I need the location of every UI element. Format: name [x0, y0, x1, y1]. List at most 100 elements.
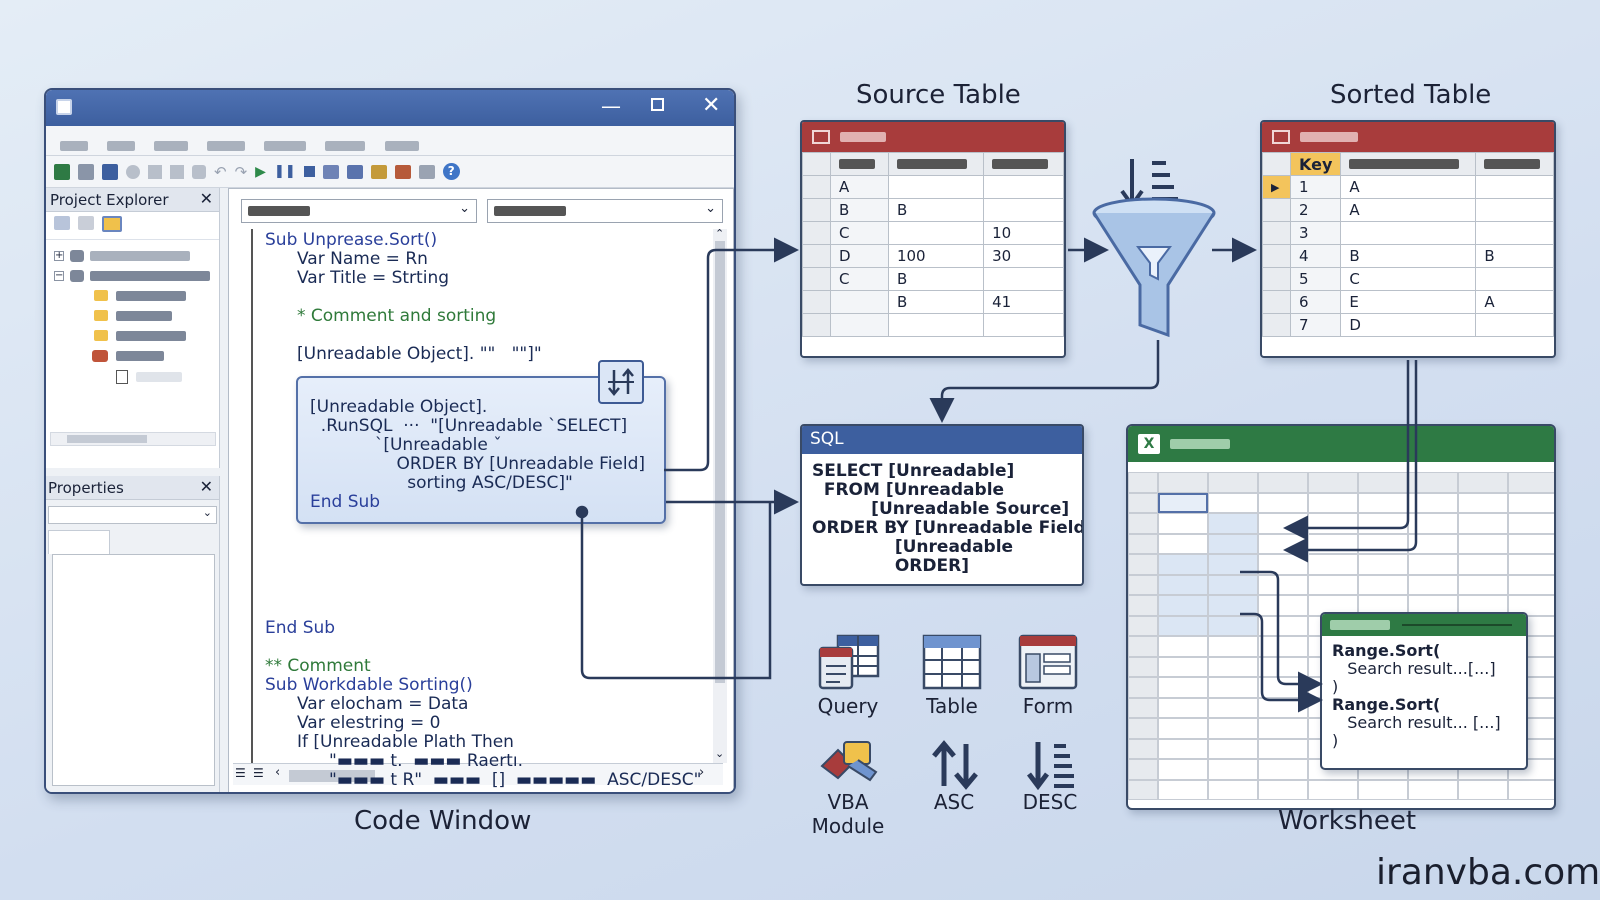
worksheet-cell[interactable]: [1258, 533, 1308, 554]
worksheet-cell[interactable]: [1128, 595, 1158, 616]
find-icon[interactable]: [192, 164, 206, 179]
menu-item[interactable]: [264, 141, 307, 151]
module-view-icon[interactable]: ☰: [253, 766, 264, 780]
worksheet-cell[interactable]: [1358, 533, 1408, 554]
worksheet-cell[interactable]: [1128, 472, 1158, 493]
code-vscroll[interactable]: ⌃⌄: [713, 227, 727, 763]
worksheet-cell[interactable]: [1158, 472, 1208, 493]
worksheet-cell[interactable]: [1508, 513, 1554, 534]
worksheet-cell[interactable]: [1458, 554, 1508, 575]
worksheet-cell[interactable]: [1408, 779, 1458, 800]
worksheet-cell[interactable]: [1158, 533, 1208, 554]
worksheet-cell[interactable]: [1258, 718, 1308, 739]
worksheet-cell[interactable]: [1308, 574, 1358, 595]
menu-item[interactable]: [325, 141, 366, 151]
tree-node-project[interactable]: −: [54, 270, 210, 282]
worksheet-cell[interactable]: [1258, 656, 1308, 677]
worksheet-cell[interactable]: [1308, 513, 1358, 534]
worksheet-cell[interactable]: [1208, 472, 1258, 493]
tree-node-folder[interactable]: [94, 290, 186, 301]
worksheet-cell[interactable]: [1158, 718, 1208, 739]
maximize-button[interactable]: [651, 98, 664, 111]
worksheet-cell[interactable]: [1128, 615, 1158, 636]
worksheet-cell[interactable]: [1358, 472, 1408, 493]
worksheet-cell[interactable]: [1208, 533, 1258, 554]
worksheet-cell[interactable]: [1358, 513, 1408, 534]
properties-icon[interactable]: [370, 164, 387, 179]
tree-node-folder[interactable]: [94, 310, 172, 321]
worksheet-cell[interactable]: [1158, 513, 1208, 534]
worksheet-cell[interactable]: [1128, 697, 1158, 718]
worksheet-cell[interactable]: [1208, 718, 1258, 739]
worksheet-cell[interactable]: [1128, 513, 1158, 534]
tree-node-selected[interactable]: [116, 370, 182, 384]
menu-item[interactable]: [60, 141, 88, 151]
worksheet-cell[interactable]: [1208, 656, 1258, 677]
help-icon[interactable]: ?: [442, 163, 460, 180]
worksheet-cell[interactable]: [1208, 636, 1258, 657]
worksheet-cell[interactable]: [1408, 492, 1458, 513]
worksheet-cell[interactable]: [1158, 636, 1208, 657]
worksheet-cell[interactable]: [1308, 472, 1358, 493]
worksheet-cell[interactable]: [1258, 779, 1308, 800]
worksheet-cell[interactable]: [1258, 738, 1308, 759]
worksheet-cell[interactable]: [1308, 554, 1358, 575]
menu-item[interactable]: [154, 141, 189, 151]
worksheet-cell[interactable]: [1508, 779, 1554, 800]
worksheet-cell[interactable]: [1128, 554, 1158, 575]
worksheet-cell[interactable]: [1408, 574, 1458, 595]
worksheet-cell[interactable]: [1128, 759, 1158, 780]
worksheet-cell[interactable]: [1458, 492, 1508, 513]
worksheet-cell[interactable]: [1208, 492, 1258, 513]
close-icon[interactable]: ✕: [199, 189, 213, 208]
copy-icon[interactable]: [148, 164, 162, 179]
worksheet-cell[interactable]: [1128, 656, 1158, 677]
project-explorer-icon[interactable]: [346, 164, 363, 179]
worksheet-cell[interactable]: [1258, 677, 1308, 698]
close-button[interactable]: ✕: [702, 93, 721, 118]
redo-icon[interactable]: ↷: [234, 162, 248, 181]
worksheet-cell[interactable]: [1508, 533, 1554, 554]
worksheet-cell[interactable]: [1158, 492, 1208, 513]
worksheet-cell[interactable]: [1358, 779, 1408, 800]
worksheet-cell[interactable]: [1208, 615, 1258, 636]
worksheet-cell[interactable]: [1258, 574, 1308, 595]
pause-icon[interactable]: ❚❚: [273, 164, 296, 179]
worksheet-cell[interactable]: [1308, 492, 1358, 513]
worksheet-cell[interactable]: [1258, 513, 1308, 534]
worksheet-cell[interactable]: [1458, 472, 1508, 493]
code-hscroll[interactable]: ☰ ☰ ‹ ›: [233, 763, 723, 785]
properties-tab[interactable]: [48, 530, 110, 554]
worksheet-cell[interactable]: [1208, 595, 1258, 616]
worksheet-cell[interactable]: [1208, 759, 1258, 780]
procedure-dropdown[interactable]: ⌄: [487, 199, 723, 223]
paste-icon[interactable]: [170, 164, 184, 179]
object-browser-icon[interactable]: [394, 164, 411, 179]
worksheet-cell[interactable]: [1458, 513, 1508, 534]
worksheet-cell[interactable]: [1508, 554, 1554, 575]
worksheet-cell[interactable]: [1128, 636, 1158, 657]
worksheet-cell[interactable]: [1128, 738, 1158, 759]
worksheet-cell[interactable]: [1158, 738, 1208, 759]
worksheet-cell[interactable]: [1408, 554, 1458, 575]
worksheet-cell[interactable]: [1458, 574, 1508, 595]
procedure-view-icon[interactable]: ☰: [235, 766, 246, 780]
tree-node-folder[interactable]: [94, 330, 186, 341]
menu-item[interactable]: [384, 141, 419, 151]
properties-object-dropdown[interactable]: ⌄: [48, 506, 217, 524]
worksheet-cell[interactable]: [1208, 554, 1258, 575]
undo-icon[interactable]: ↶: [214, 162, 227, 181]
worksheet-cell[interactable]: [1158, 697, 1208, 718]
worksheet-cell[interactable]: [1258, 697, 1308, 718]
worksheet-cell[interactable]: [1128, 492, 1158, 513]
view-code-icon[interactable]: [54, 216, 70, 230]
excel-icon[interactable]: [54, 163, 70, 180]
insert-form-icon[interactable]: [78, 163, 94, 180]
worksheet-cell[interactable]: [1308, 779, 1358, 800]
worksheet-cell[interactable]: [1358, 554, 1408, 575]
tree-node-module[interactable]: [92, 350, 164, 362]
worksheet-cell[interactable]: [1408, 472, 1458, 493]
menu-item[interactable]: [207, 141, 246, 151]
worksheet-cell[interactable]: [1208, 697, 1258, 718]
worksheet-cell[interactable]: [1158, 574, 1208, 595]
